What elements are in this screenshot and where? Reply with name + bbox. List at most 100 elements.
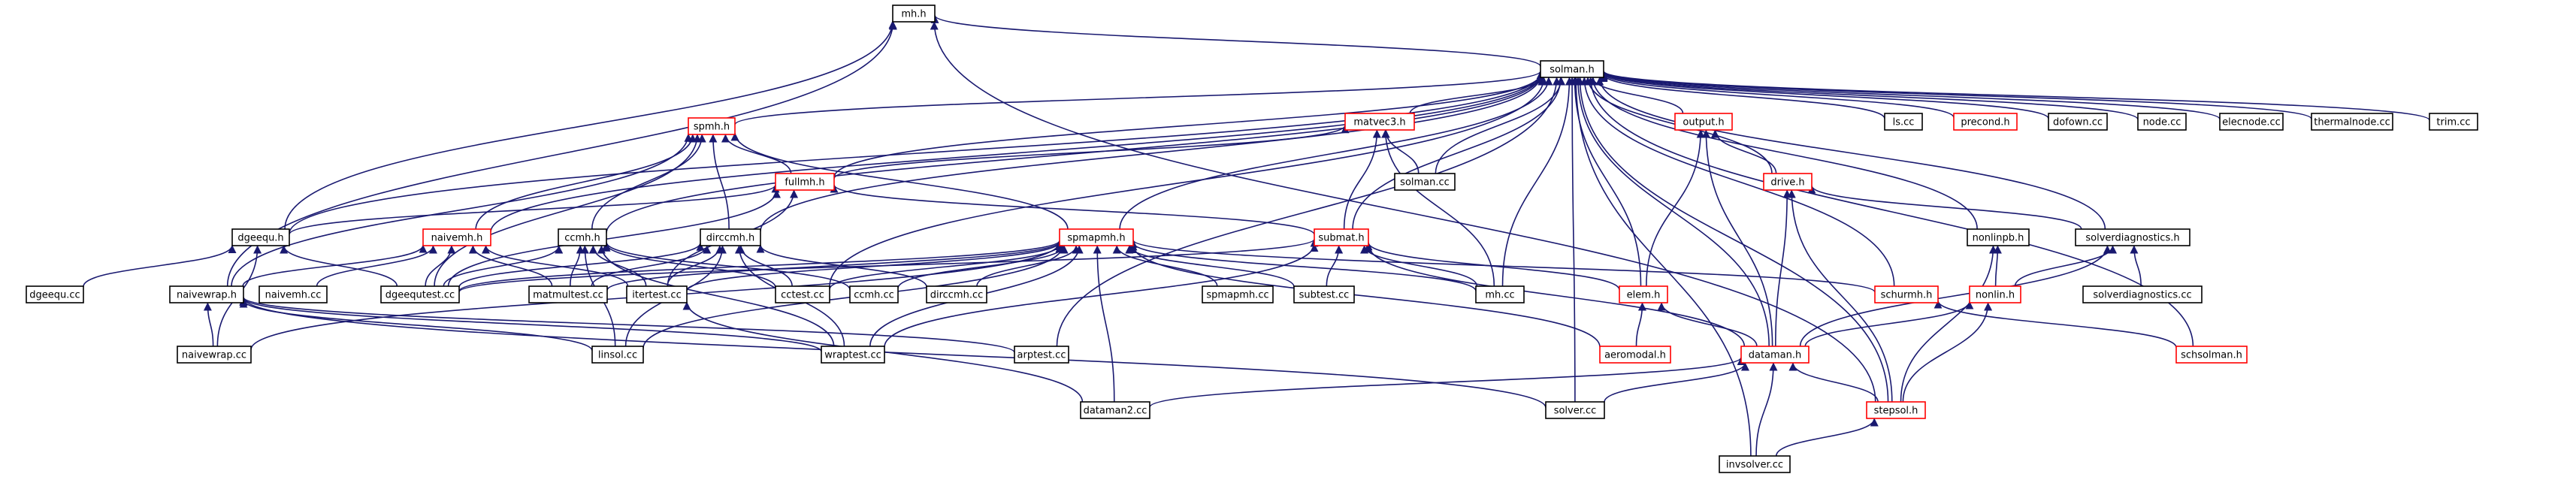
node-fullmh-h[interactable]: fullmh.h [775,173,835,191]
node-ccmh-cc[interactable]: ccmh.cc [849,285,899,303]
node-box[interactable] [380,285,460,303]
node-box[interactable] [1884,113,1923,131]
node-matvec3-h[interactable]: matvec3.h [1344,113,1415,131]
node-box[interactable] [2082,285,2203,303]
node-trim-cc[interactable]: trim.cc [2429,113,2478,131]
node-elecnode-cc[interactable]: elecnode.cc [2219,113,2284,131]
node-precond-h[interactable]: precond.h [1953,113,2018,131]
node-box[interactable] [591,346,644,364]
node-box[interactable] [1740,346,1810,364]
node-linsol-cc[interactable]: linsol.cc [591,346,644,364]
node-drive-h[interactable]: drive.h [1763,173,1813,191]
node-solverdiagnostics-h[interactable]: solverdiagnostics.h [2075,228,2191,246]
node-solman-h[interactable]: solman.h [1540,60,1604,78]
node-ls-cc[interactable]: ls.cc [1884,113,1923,131]
node-box[interactable] [849,285,899,303]
node-nonlinpb-h[interactable]: nonlinpb.h [1967,228,2030,246]
node-box[interactable] [1314,228,1369,246]
node-box[interactable] [626,285,688,303]
node-box[interactable] [259,285,328,303]
node-box[interactable] [1394,173,1456,191]
node-box[interactable] [1967,228,2030,246]
node-box[interactable] [1293,285,1355,303]
node-box[interactable] [1540,60,1604,78]
node-box[interactable] [2429,113,2478,131]
node-spmapmh-h[interactable]: spmapmh.h [1059,228,1134,246]
node-box[interactable] [231,228,290,246]
node-box[interactable] [2048,113,2108,131]
node-naivewrap-cc[interactable]: naivewrap.cc [177,346,252,364]
node-box[interactable] [1599,346,1671,364]
node-box[interactable] [1874,285,1939,303]
node-box[interactable] [892,5,936,23]
node-box[interactable] [1866,401,1926,419]
node-box[interactable] [2175,346,2248,364]
node-box[interactable] [1475,285,1525,303]
node-naivemh-cc[interactable]: naivemh.cc [259,285,328,303]
node-dgeequ-h[interactable]: dgeequ.h [231,228,290,246]
node-spmapmh-cc[interactable]: spmapmh.cc [1202,285,1274,303]
node-box[interactable] [1014,346,1069,364]
node-dataman-h[interactable]: dataman.h [1740,346,1810,364]
node-invsolver-cc[interactable]: invsolver.cc [1719,455,1791,473]
node-naivemh-h[interactable]: naivemh.h [422,228,491,246]
node-box[interactable] [700,228,761,246]
node-matmultest-cc[interactable]: matmultest.cc [528,285,608,303]
node-ccmh-h[interactable]: ccmh.h [558,228,607,246]
node-wraptest-cc[interactable]: wraptest.cc [821,346,885,364]
node-box[interactable] [2137,113,2187,131]
node-dataman2-cc[interactable]: dataman2.cc [1080,401,1150,419]
node-box[interactable] [422,228,491,246]
node-box[interactable] [1674,113,1733,131]
node-solver-cc[interactable]: solver.cc [1545,401,1605,419]
node-arptest-cc[interactable]: arptest.cc [1014,346,1069,364]
node-dirccmh-cc[interactable]: dirccmh.cc [926,285,987,303]
node-box[interactable] [2219,113,2284,131]
node-dofown-cc[interactable]: dofown.cc [2048,113,2108,131]
node-cctest-cc[interactable]: cctest.cc [775,285,830,303]
node-box[interactable] [926,285,987,303]
node-dgeequ-cc[interactable]: dgeequ.cc [26,285,84,303]
node-box[interactable] [1202,285,1274,303]
node-output-h[interactable]: output.h [1674,113,1733,131]
node-box[interactable] [528,285,608,303]
node-submat-h[interactable]: submat.h [1314,228,1369,246]
node-spmh-h[interactable]: spmh.h [688,117,736,135]
node-solverdiagnostics-cc[interactable]: solverdiagnostics.cc [2082,285,2203,303]
node-mh-h[interactable]: mh.h [892,5,936,23]
node-box[interactable] [821,346,885,364]
node-box[interactable] [1545,401,1605,419]
node-box[interactable] [177,346,252,364]
node-box[interactable] [1763,173,1813,191]
node-box[interactable] [26,285,84,303]
node-schsolman-h[interactable]: schsolman.h [2175,346,2248,364]
node-stepsol-h[interactable]: stepsol.h [1866,401,1926,419]
node-itertest-cc[interactable]: itertest.cc [626,285,688,303]
node-node-cc[interactable]: node.cc [2137,113,2187,131]
node-dirccmh-h[interactable]: dirccmh.h [700,228,761,246]
node-elem-h[interactable]: elem.h [1619,285,1668,303]
node-box[interactable] [558,228,607,246]
node-box[interactable] [1080,401,1150,419]
node-box[interactable] [1719,455,1791,473]
node-box[interactable] [2075,228,2191,246]
node-box[interactable] [169,285,244,303]
node-box[interactable] [688,117,736,135]
node-box[interactable] [1059,228,1134,246]
node-box[interactable] [1344,113,1415,131]
node-dgeequtest-cc[interactable]: dgeequtest.cc [380,285,460,303]
node-box[interactable] [775,285,830,303]
node-box[interactable] [1619,285,1668,303]
node-box[interactable] [1969,285,2021,303]
node-schurmh-h[interactable]: schurmh.h [1874,285,1939,303]
node-nonlin-h[interactable]: nonlin.h [1969,285,2021,303]
node-naivewrap-h[interactable]: naivewrap.h [169,285,244,303]
node-box[interactable] [775,173,835,191]
node-box[interactable] [2311,113,2393,131]
node-subtest-cc[interactable]: subtest.cc [1293,285,1355,303]
node-box[interactable] [1953,113,2018,131]
node-solman-cc[interactable]: solman.cc [1394,173,1456,191]
node-thermalnode-cc[interactable]: thermalnode.cc [2311,113,2393,131]
node-aeromodal-h[interactable]: aeromodal.h [1599,346,1671,364]
node-mh-cc[interactable]: mh.cc [1475,285,1525,303]
